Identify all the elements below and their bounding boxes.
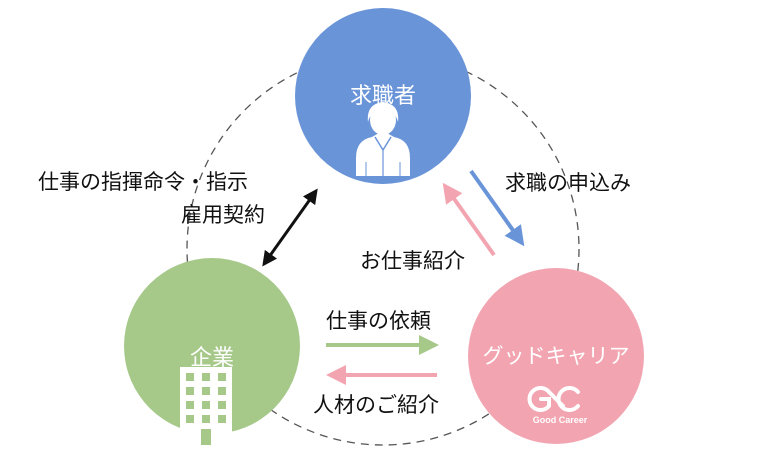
person-icon xyxy=(356,102,410,176)
job-seeker-node xyxy=(295,8,471,184)
command-label: 仕事の指揮命令・指示 xyxy=(38,170,248,194)
good-career-logo-text: Good Career xyxy=(532,415,588,425)
introduce-talent-label: 人材のご紹介 xyxy=(313,393,439,417)
apply-label: 求職の申込み xyxy=(505,171,631,195)
request-job-label: 仕事の依頼 xyxy=(326,309,431,333)
apply-arrow xyxy=(469,169,525,247)
command-arrow xyxy=(262,188,318,267)
introduce-job-arrow xyxy=(442,182,496,257)
building-icon xyxy=(180,367,232,445)
company-label: 企業 xyxy=(189,346,235,371)
introduce-job-label: お仕事紹介 xyxy=(360,249,465,273)
good-career-node xyxy=(468,268,644,444)
good-career-label: グッドキャリア xyxy=(482,344,630,368)
good-career-logo-icon xyxy=(527,386,580,412)
company-node xyxy=(124,258,300,434)
job-seeker-label: 求職者 xyxy=(349,84,417,109)
employment-contract-label: 雇用契約 xyxy=(181,203,265,227)
relationship-ring xyxy=(186,52,580,446)
